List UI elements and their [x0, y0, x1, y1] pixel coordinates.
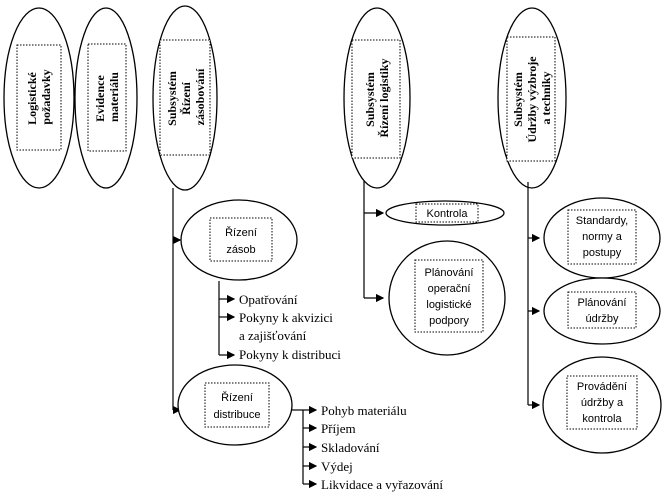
item-likvidace: Likvidace a vyřazování	[321, 477, 443, 492]
label-planovani-3: logistické	[426, 299, 471, 311]
node-subsystem-udrzby: Subsystém Údržby výzbroje a techniky	[497, 7, 567, 189]
connectors-logistika	[363, 181, 385, 303]
label-evidence: Evidence	[93, 74, 107, 121]
node-rizeni-distribuce: Řízení distribuce	[177, 364, 293, 446]
node-rizeni-zasob: Řízení zásob	[180, 199, 298, 281]
svg-text:Subsystém Řízení logisti: Subsystém Řízení logistiky	[363, 58, 391, 137]
label-planovani-udrzby-2: údržby	[585, 313, 619, 325]
node-logisticke-pozadavky: Logistické požadavky	[3, 7, 75, 189]
label-logisticke: Logistické	[25, 71, 39, 124]
node-subsystem-rizeni-logistiky: Subsystém Řízení logistiky	[343, 7, 411, 189]
node-planovani-operacni: Plánování operační logistické podpory	[388, 240, 506, 356]
node-kontrola: Kontrola	[385, 200, 505, 226]
label-rizeni-distribuce-2: distribuce	[213, 409, 260, 421]
item-pokyny-distribuci: Pokyny k distribuci	[239, 347, 341, 362]
node-evidence-materialu: Evidence materiálu	[74, 7, 138, 189]
label-subsystem-1: Subsystém	[165, 71, 179, 126]
label-provadeni-2: údržby a	[581, 397, 624, 409]
label-provadeni-3: kontrola	[582, 413, 622, 425]
node-planovani-udrzby: Plánování údržby	[543, 277, 661, 345]
distribuce-items: Pohyb materiálu Příjem Skladování Výdej …	[321, 403, 443, 492]
connectors-udrzba	[527, 182, 541, 410]
label-planovani-4: podpory	[429, 315, 469, 327]
label-rizeni-1: Řízení	[179, 82, 193, 115]
label-zasobovani: zásobování	[193, 68, 207, 125]
label-planovani-1: Plánování	[425, 267, 474, 279]
svg-text:Evidence materiálu: Evidence materiálu	[93, 72, 121, 122]
label-rizeni-zasob-2: zásob	[226, 244, 255, 256]
label-subsystem-3: Subsystém	[511, 72, 525, 127]
label-a-techniky: a techniky	[539, 71, 553, 124]
label-standardy-2: normy a	[582, 231, 623, 243]
svg-text:Subsystém Řízení z: Subsystém Řízení zásobování	[165, 68, 207, 126]
label-planovani-udrzby-1: Plánování	[578, 297, 627, 309]
label-materialu: materiálu	[107, 72, 121, 122]
item-pokyny-akvizici: Pokyny k akvizici	[239, 310, 333, 325]
label-planovani-2: operační	[428, 283, 471, 295]
node-standardy: Standardy, normy a postupy	[543, 197, 661, 279]
item-a-zajistovani: a zajišťování	[239, 328, 307, 343]
node-provadeni-udrzby: Provádění údržby a kontrola	[542, 356, 662, 454]
label-pozadavky: požadavky	[39, 69, 53, 124]
label-rizeni-distribuce-1: Řízení	[221, 391, 253, 404]
label-subsystem-2: Subsystém	[363, 72, 377, 127]
zasob-items: Opatřování Pokyny k akvizici a zajišťová…	[239, 292, 341, 362]
label-standardy-3: postupy	[583, 247, 622, 259]
connectors-zasobovani	[172, 188, 318, 489]
label-kontrola: Kontrola	[427, 208, 469, 220]
label-rizeni-logistiky: Řízení logistiky	[377, 58, 391, 137]
svg-text:Subsystém Údržby výzbroj: Subsystém Údržby výzbroje a techniky	[511, 53, 553, 142]
item-vydej: Výdej	[321, 459, 353, 474]
item-skladovani: Skladování	[321, 440, 380, 455]
label-rizeni-zasob-1: Řízení	[225, 226, 257, 239]
item-pohyb-materialu: Pohyb materiálu	[321, 403, 407, 418]
label-udrzby-vyzbroje: Údržby výzbroje	[525, 56, 539, 143]
label-standardy-1: Standardy,	[576, 215, 628, 227]
item-prijem: Příjem	[321, 421, 356, 436]
label-provadeni-1: Provádění	[577, 381, 627, 393]
node-subsystem-rizeni-zasobovani: Subsystém Řízení zásobování	[152, 5, 218, 191]
svg-text:Logistické požadavky: Logistické požadavky	[25, 69, 53, 125]
item-opatrovani: Opatřování	[239, 292, 298, 307]
